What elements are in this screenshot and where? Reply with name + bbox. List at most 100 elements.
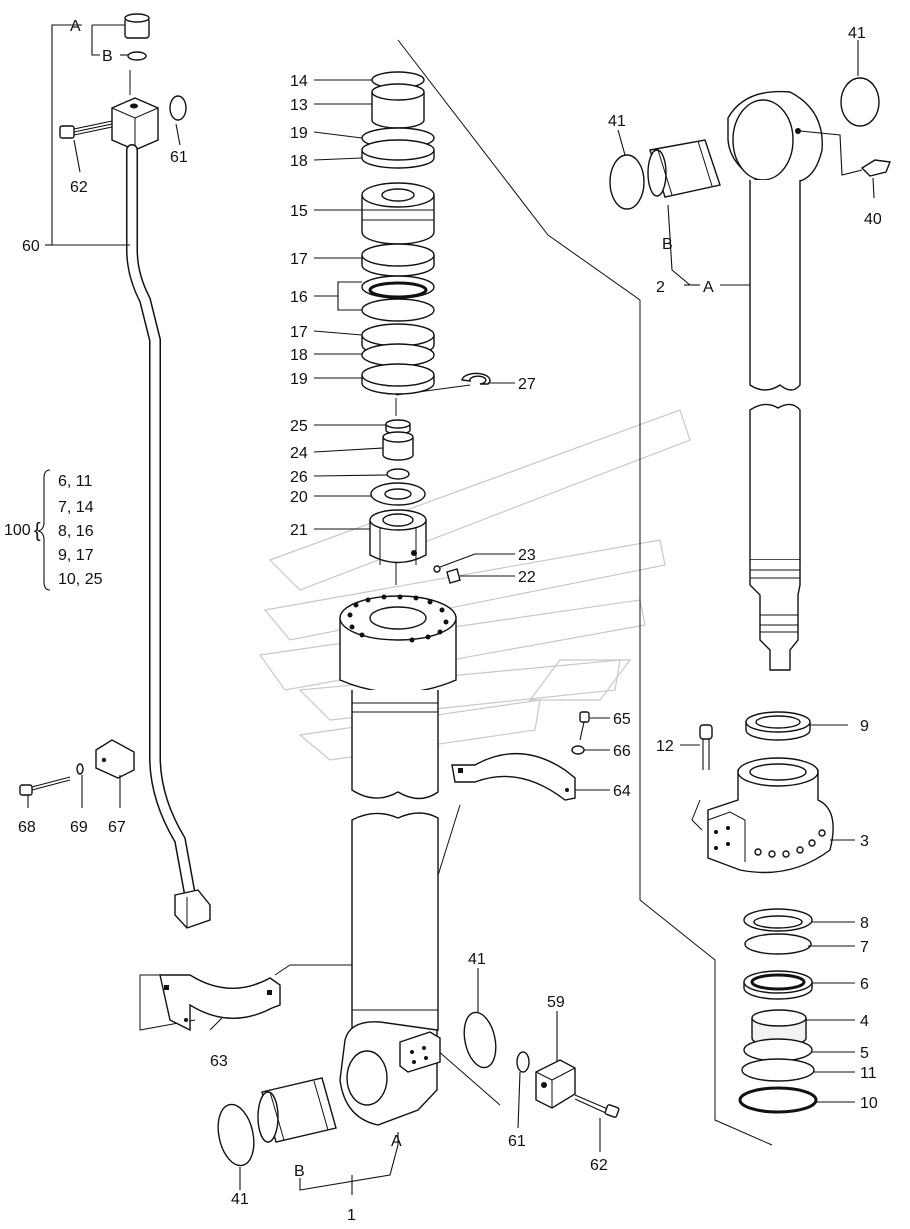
rod-upper [749, 180, 801, 391]
bolt-65 [579, 711, 590, 723]
clamp-67 [95, 739, 135, 779]
pipe-assembly [59, 13, 211, 929]
callout-62-bottom: 62 [590, 1157, 608, 1174]
assembly-guide-lines [129, 39, 773, 1146]
callout-9: 9 [860, 718, 869, 735]
callout-41-upper-left: 41 [608, 113, 626, 130]
tube-lower [351, 812, 439, 1031]
tube-port-block [399, 1031, 441, 1073]
kit-line-1: 6, 11 [58, 473, 93, 490]
callout-23: 23 [518, 547, 536, 564]
callout-68: 68 [18, 819, 36, 836]
ring-18-bottom [361, 343, 435, 367]
clamp-67-assembly [19, 739, 135, 796]
c-clip-27 [461, 372, 491, 385]
bolt-68-head [19, 784, 33, 796]
seal-41-upper-left [609, 154, 645, 210]
washer-69 [76, 763, 84, 775]
ref-a-tube: A [391, 1133, 402, 1150]
callout-26: 26 [290, 469, 308, 486]
callout-5: 5 [860, 1045, 869, 1062]
callout-labels: A B 61 62 60 100 { 6, 11 7, 14 8, 16 9, … [4, 18, 882, 1224]
oring-61-top [169, 95, 187, 121]
kit-brace: { [34, 520, 41, 542]
callout-40: 40 [864, 211, 882, 228]
callout-19-bottom: 19 [290, 371, 308, 388]
callout-18-bottom: 18 [290, 347, 308, 364]
head-bolt-holes [754, 829, 826, 858]
callout-10: 10 [860, 1095, 878, 1112]
callout-17-top: 17 [290, 251, 308, 268]
washer-66 [571, 745, 585, 755]
callout-61-top: 61 [170, 149, 188, 166]
callout-8: 8 [860, 915, 869, 932]
flange-bolt-holes [347, 594, 449, 643]
callout-18-top: 18 [290, 153, 308, 170]
seal-41-upper-right [840, 77, 880, 127]
seal-41-lower-right [463, 1011, 497, 1069]
callout-12: 12 [656, 738, 674, 755]
tube-upper [351, 690, 439, 800]
callout-65: 65 [613, 711, 631, 728]
callout-14: 14 [290, 73, 308, 90]
callout-41-upper-right: 41 [848, 25, 866, 42]
ref-a-top: A [70, 18, 81, 35]
clamp-63 [159, 974, 281, 1032]
callout-66: 66 [613, 743, 631, 760]
kit-number-100: 100 [4, 522, 31, 539]
callout-13: 13 [290, 97, 308, 114]
callout-59: 59 [547, 994, 565, 1011]
callout-27: 27 [518, 376, 536, 393]
pipe-nut [174, 889, 211, 929]
ref-b-rod: B [662, 236, 673, 253]
callout-69: 69 [70, 819, 88, 836]
rod-assembly [609, 77, 891, 1114]
callout-1: 1 [347, 1207, 356, 1224]
ring-10 [738, 1086, 818, 1114]
callout-25: 25 [290, 418, 308, 435]
ring-7 [744, 933, 812, 955]
callout-20: 20 [290, 489, 308, 506]
callout-21: 21 [290, 522, 308, 539]
clamp-64 [451, 752, 576, 801]
callout-64: 64 [613, 783, 631, 800]
ref-b-top: B [102, 48, 113, 65]
sleeve-24 [382, 437, 414, 461]
callout-6: 6 [860, 976, 869, 993]
port-block-59 [535, 1059, 576, 1109]
ring-5 [743, 1038, 813, 1062]
set-screw-22 [446, 568, 461, 584]
kit-line-2: 7, 14 [58, 499, 94, 516]
callout-15: 15 [290, 203, 308, 220]
callout-41-lower-left: 41 [231, 1191, 249, 1208]
callout-4: 4 [860, 1013, 869, 1030]
watermark-logo [258, 409, 691, 761]
callout-63: 63 [210, 1053, 228, 1070]
oring-61-bottom [516, 1051, 530, 1073]
seal-16-b [361, 298, 435, 322]
callout-2: 2 [656, 279, 665, 296]
callout-41-lower-right: 41 [468, 951, 486, 968]
callout-62-top: 62 [70, 179, 88, 196]
callout-3: 3 [860, 833, 869, 850]
bolt-62-top [59, 120, 113, 139]
kit-line-5: 10, 25 [58, 571, 103, 588]
rod-lower [749, 403, 801, 561]
kit-bracket [37, 469, 51, 591]
centre-parts [217, 71, 620, 1167]
callout-22: 22 [518, 569, 536, 586]
kit-line-3: 8, 16 [58, 523, 94, 540]
washer-26 [386, 468, 410, 480]
callout-11: 11 [860, 1065, 877, 1082]
leader-lines [27, 24, 875, 1195]
callout-17-bottom: 17 [290, 324, 308, 341]
bolt-12 [699, 724, 713, 740]
ring-11 [741, 1058, 815, 1082]
ball-23 [433, 565, 441, 573]
ref-b-tube: B [294, 1163, 305, 1180]
bolt-62-bottom [574, 1094, 620, 1118]
kit-line-4: 9, 17 [58, 547, 94, 564]
seal-41-lower-left [217, 1103, 255, 1167]
grease-fitting-40 [860, 159, 891, 177]
